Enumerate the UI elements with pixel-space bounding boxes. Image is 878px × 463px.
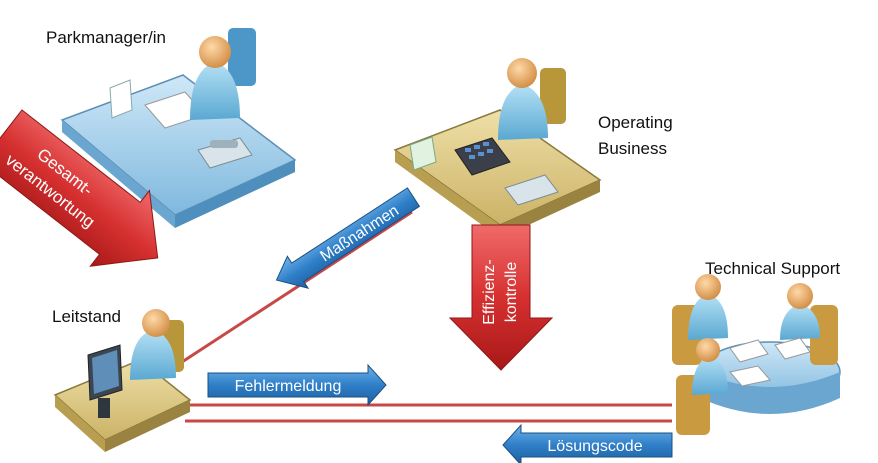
error-report-label: Fehlermeldung (235, 378, 342, 395)
efficiency-control-label-1: Effizienz- (481, 259, 498, 325)
park-manager-label: Parkmanager/in (46, 28, 167, 47)
operating-business-label-line2: Business (598, 139, 667, 158)
efficiency-control-label-2: kontrolle (503, 262, 520, 323)
error-report-arrow: Fehlermeldung (207, 363, 387, 407)
solution-code-label: Lösungscode (547, 438, 642, 455)
measures-arrow: Maßnahmen (275, 187, 421, 290)
park-manager-workstation (60, 28, 297, 228)
measures-label: Maßnahmen (317, 202, 402, 265)
technical-support-team (672, 274, 841, 435)
operating-business-label-line1: Operating (598, 113, 673, 132)
operating-business-workstation (393, 58, 602, 238)
efficiency-control-arrow: Effizienz- kontrolle (448, 224, 554, 371)
control-room-workstation (53, 309, 192, 452)
solution-code-arrow: Lösungscode (502, 423, 673, 463)
connector-lines (181, 210, 672, 423)
technical-support-label: Technical Support (705, 259, 841, 278)
control-room-label: Leitstand (52, 307, 121, 326)
connector-measures (181, 210, 413, 364)
